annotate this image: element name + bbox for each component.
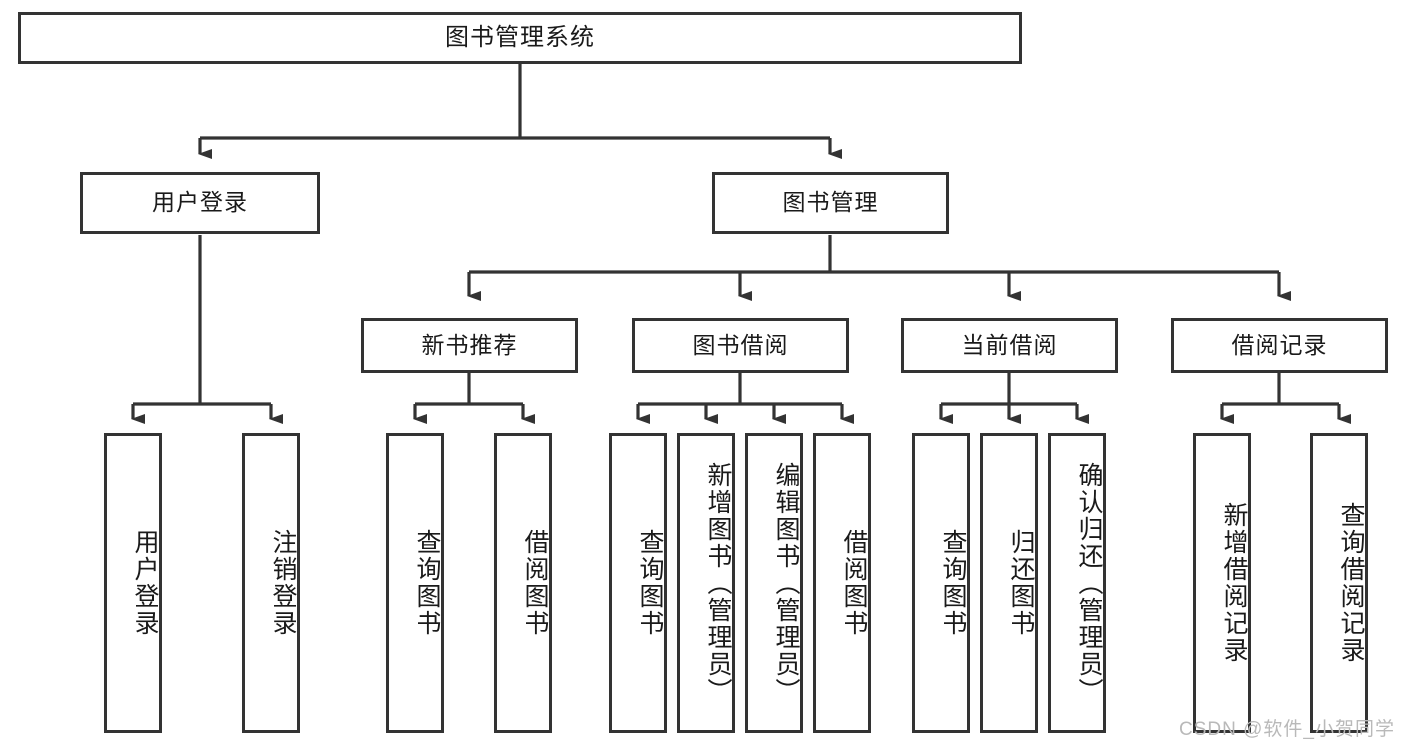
node-leaf-confirm-return[interactable]: 确认归还（管理员）	[1048, 433, 1106, 733]
node-label: 当前借阅	[961, 331, 1058, 358]
node-label: 用户登录	[152, 189, 248, 216]
node-label: 借阅图书	[521, 529, 549, 637]
node-label: 图书管理系统	[445, 23, 595, 51]
node-leaf-query-book-3[interactable]: 查询图书	[912, 433, 970, 733]
node-label: 借阅记录	[1231, 331, 1328, 358]
node-label: 用户登录	[131, 529, 159, 637]
node-label: 图书借阅	[692, 331, 789, 358]
node-new-book-recommend[interactable]: 新书推荐	[361, 318, 578, 373]
node-label: 新增借阅记录	[1220, 502, 1248, 664]
node-leaf-borrow-book-1[interactable]: 借阅图书	[494, 433, 552, 733]
node-label: 新书推荐	[421, 331, 518, 358]
node-label: 查询图书	[636, 529, 664, 637]
node-leaf-add-book[interactable]: 新增图书（管理员）	[677, 433, 735, 733]
node-user-login[interactable]: 用户登录	[80, 172, 320, 234]
node-leaf-borrow-book-2[interactable]: 借阅图书	[813, 433, 871, 733]
node-leaf-query-book-1[interactable]: 查询图书	[386, 433, 444, 733]
node-leaf-user-login[interactable]: 用户登录	[104, 433, 162, 733]
node-leaf-edit-book[interactable]: 编辑图书（管理员）	[745, 433, 803, 733]
node-label: 编辑图书（管理员）	[772, 461, 800, 705]
node-book-management[interactable]: 图书管理	[712, 172, 949, 234]
node-label: 确认归还（管理员）	[1075, 461, 1103, 705]
node-leaf-add-record[interactable]: 新增借阅记录	[1193, 433, 1251, 733]
node-label: 图书管理	[782, 189, 879, 216]
node-label: 新增图书（管理员）	[704, 461, 732, 705]
node-current-borrow[interactable]: 当前借阅	[901, 318, 1118, 373]
node-borrow-record[interactable]: 借阅记录	[1171, 318, 1388, 373]
node-label: 查询借阅记录	[1337, 502, 1365, 664]
node-label: 查询图书	[413, 529, 441, 637]
watermark-label: CSDN @软件_小贺同学	[1179, 719, 1395, 740]
node-leaf-logout-login[interactable]: 注销登录	[242, 433, 300, 733]
node-leaf-return-book[interactable]: 归还图书	[980, 433, 1038, 733]
node-label: 注销登录	[269, 529, 297, 637]
node-root-system[interactable]: 图书管理系统	[18, 12, 1022, 64]
node-label: 借阅图书	[840, 529, 868, 637]
node-leaf-query-record[interactable]: 查询借阅记录	[1310, 433, 1368, 733]
node-book-borrow[interactable]: 图书借阅	[632, 318, 849, 373]
node-label: 归还图书	[1007, 529, 1035, 637]
node-label: 查询图书	[939, 529, 967, 637]
node-leaf-query-book-2[interactable]: 查询图书	[609, 433, 667, 733]
